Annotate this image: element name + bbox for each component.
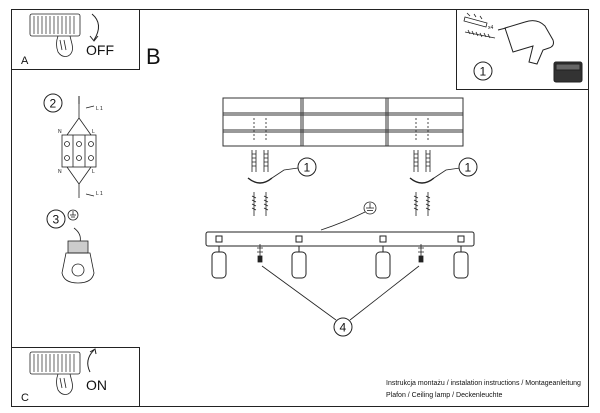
screw-icon [464, 29, 496, 39]
arrow-down-icon [91, 13, 99, 41]
terminal-block-icon [61, 104, 97, 198]
panel-b-letter: B [146, 44, 161, 69]
step-4-callout [333, 317, 353, 337]
step-1-callout [458, 157, 478, 177]
step-4-number: 4 [340, 321, 347, 335]
ceiling-grid [222, 97, 464, 147]
tools-panel-frame [456, 9, 589, 90]
fuse-box-off-icon [29, 13, 81, 57]
panel-a-letter: A [21, 55, 29, 67]
step-2-number: 2 [50, 97, 57, 111]
drill-icon [497, 20, 583, 83]
wire-label-l: L [92, 169, 95, 175]
footer-line-2: Plafon / Ceiling lamp / Deckenleuchte [386, 392, 502, 399]
ground-connector-icon [61, 227, 95, 284]
step-2-callout [43, 93, 63, 113]
arrow-up-icon [87, 349, 95, 373]
tools-quantity: x4 [488, 25, 494, 31]
right-mount-icon [409, 118, 435, 216]
panel-c-letter: C [21, 392, 29, 404]
panel-c-frame [11, 347, 140, 407]
fixing-screw-icon [257, 244, 424, 263]
ground-symbol-icon [320, 201, 377, 231]
lamp-bar [205, 231, 475, 247]
outer-frame [11, 9, 589, 407]
footer-line-1: Instrukcja montażu / instalation instruc… [386, 380, 581, 387]
step-1-number: 1 [304, 161, 311, 175]
wire-label-n: N [58, 129, 62, 135]
wire-label-l: L [92, 129, 95, 135]
ground-symbol-icon [67, 209, 79, 221]
wire-label-l1: L 1 [96, 106, 103, 112]
spot-lamp-icon [211, 246, 469, 279]
left-mount-icon [247, 118, 273, 216]
step-1-number: 1 [465, 161, 472, 175]
panel-a-frame [11, 9, 140, 70]
panel-c-action: ON [86, 377, 107, 393]
step-1-callout [297, 157, 317, 177]
wire-label-n: N [58, 169, 62, 175]
step-1-number: 1 [480, 65, 487, 79]
fuse-box-on-icon [29, 351, 81, 395]
panel-a-action: OFF [86, 42, 114, 58]
wire-label-l1: L 1 [96, 191, 103, 197]
wall-plug-icon [463, 12, 488, 28]
step-3-number: 3 [53, 213, 60, 227]
step-1-callout [473, 61, 493, 81]
step-3-callout [46, 209, 66, 229]
